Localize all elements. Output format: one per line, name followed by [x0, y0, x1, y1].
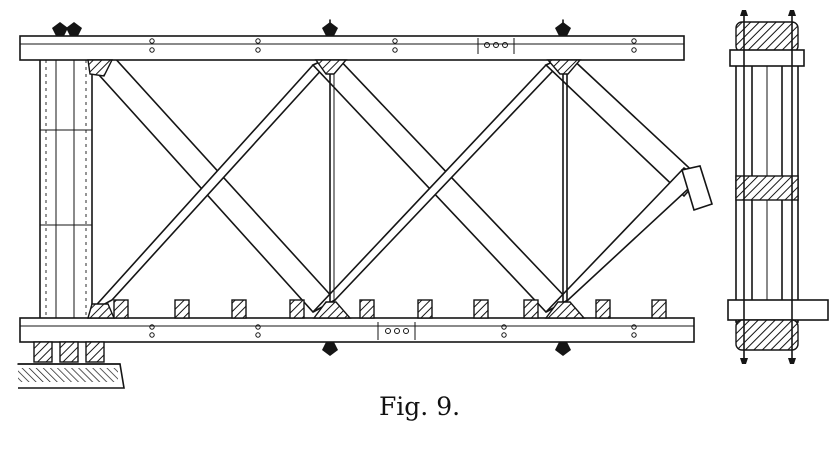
top-chord: [19, 22, 685, 61]
angle-blocks: [87, 59, 586, 319]
truss-cross-section: [727, 10, 829, 364]
floor-beam-ends: [113, 299, 667, 319]
diagonals: [88, 54, 713, 314]
vertical-rods: [73, 19, 568, 353]
truss-elevation: [17, 19, 713, 389]
end-post: [39, 51, 93, 323]
figure-caption: Fig. 9.: [378, 392, 461, 421]
abutment: [17, 341, 125, 389]
bottom-chord: [19, 317, 695, 356]
